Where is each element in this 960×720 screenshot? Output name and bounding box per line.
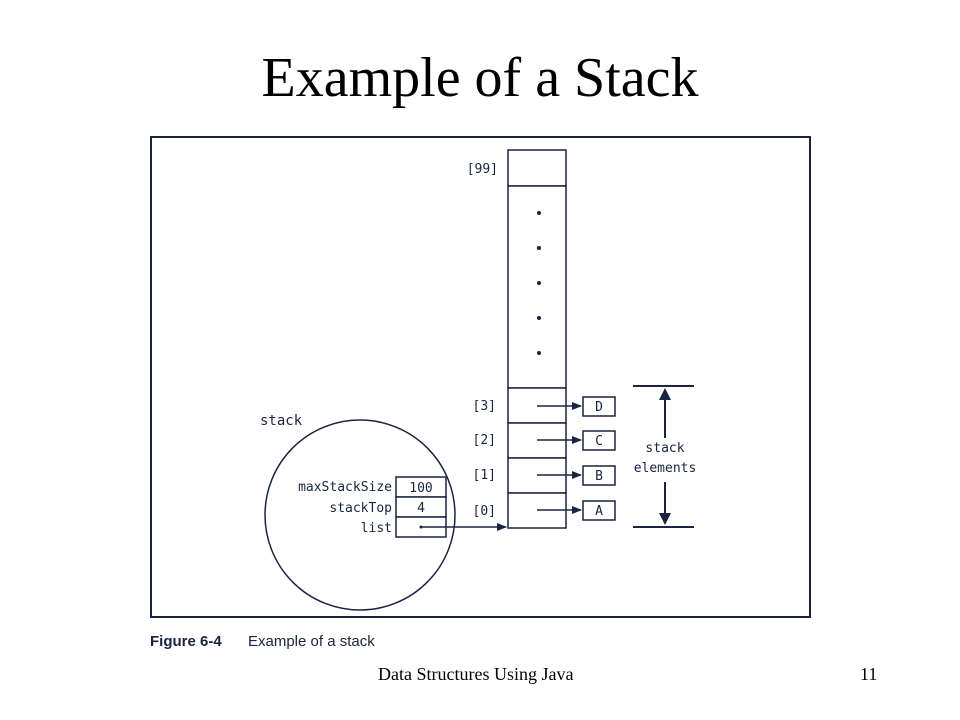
element-value-c: C <box>595 434 603 449</box>
list-reference-dot <box>419 525 423 529</box>
stack-object-label: stack <box>260 413 303 429</box>
field-label-list: list <box>361 521 392 536</box>
element-box-a <box>582 500 616 521</box>
index-label-99: [99] <box>467 162 498 177</box>
field-label-max-stack-size: maxStackSize <box>298 480 392 495</box>
field-label-stack-top: stackTop <box>329 501 392 516</box>
element-value-d: D <box>595 400 603 415</box>
stack-array <box>507 149 567 529</box>
stack-object-circle <box>264 419 456 611</box>
field-value-stack-top: 4 <box>417 501 425 516</box>
element-box-c <box>582 430 616 451</box>
element-value-b: B <box>595 469 603 484</box>
index-label-2: [2] <box>473 433 496 448</box>
element-box-b <box>582 465 616 486</box>
index-label-0: [0] <box>473 504 496 519</box>
figure-caption-text: Example of a stack <box>248 633 375 650</box>
index-label-3: [3] <box>473 399 496 414</box>
stack-elements-bracket <box>633 385 694 528</box>
bracket-arrow-up <box>659 388 671 400</box>
slide-page-number: 11 <box>860 664 878 684</box>
slide-footer: Data Structures Using Java <box>378 664 574 684</box>
index-label-1: [1] <box>473 468 496 483</box>
slide-title: Example of a Stack <box>261 47 699 109</box>
field-value-max-stack-size: 100 <box>409 481 432 496</box>
figure-caption-label: Figure 6-4 <box>150 633 222 650</box>
element-box-d <box>582 396 616 417</box>
bracket-label-line1: stack <box>645 441 684 456</box>
array-cell-middle <box>507 185 567 389</box>
bracket-arrow-down <box>659 513 671 525</box>
figure-frame <box>150 136 811 618</box>
ellipsis-dots <box>537 211 541 355</box>
bracket-label-line2: elements <box>634 461 697 476</box>
array-cell-99 <box>507 149 567 187</box>
element-value-a: A <box>595 504 603 519</box>
